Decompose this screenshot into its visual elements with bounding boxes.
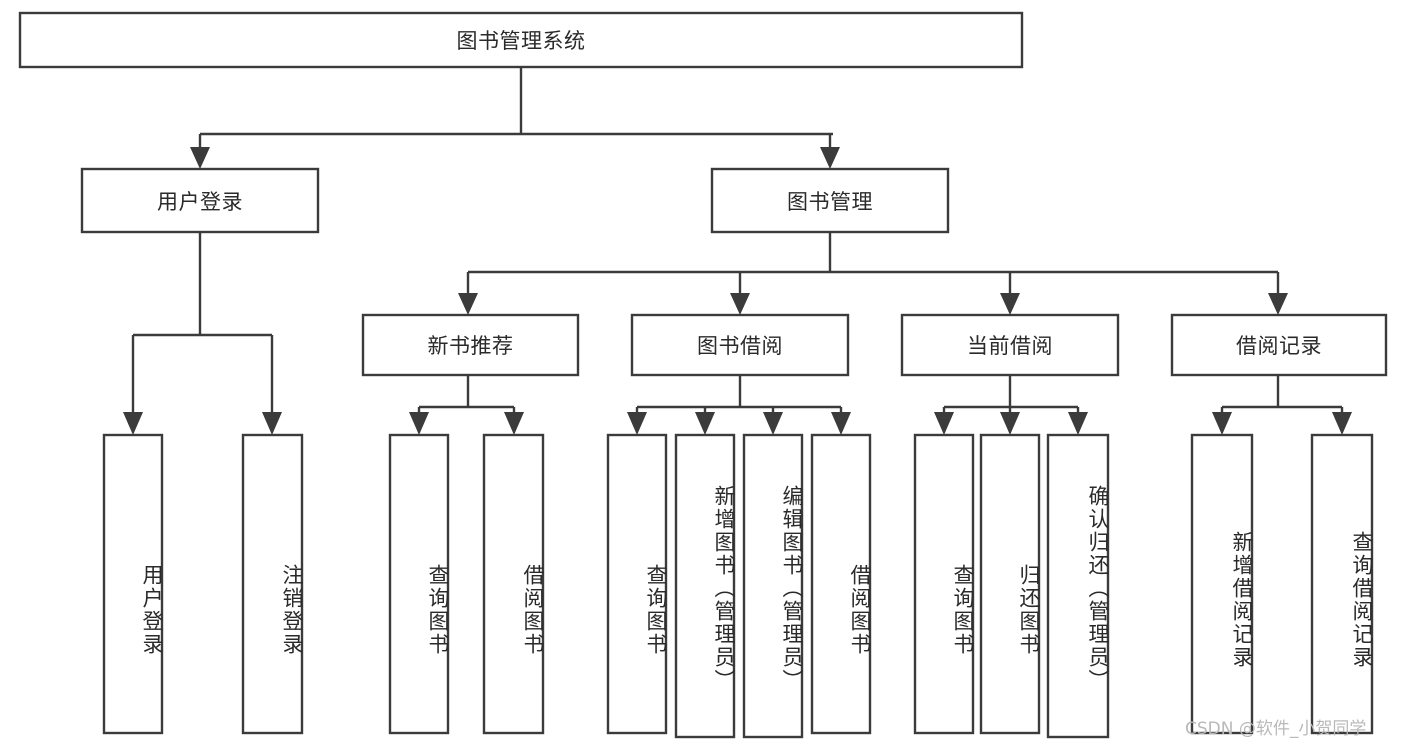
node-leaf-query-book-box[interactable] xyxy=(606,433,668,735)
node-leaf-query-book-cur-box[interactable] xyxy=(913,433,975,735)
node-leaf-confirm-return-box[interactable] xyxy=(1046,433,1110,739)
node-book-manage-box[interactable] xyxy=(710,167,950,234)
node-leaf-borrow-book-rec-box[interactable] xyxy=(482,433,545,735)
node-leaf-user-login-box[interactable] xyxy=(102,433,164,735)
node-new-book-rec-box[interactable] xyxy=(361,313,580,377)
node-leaf-add-record-box[interactable] xyxy=(1190,433,1254,735)
node-leaf-add-book-box[interactable] xyxy=(674,433,736,739)
edge-bookborrow-to-leaves xyxy=(627,375,851,435)
node-current-borrow-box[interactable] xyxy=(900,313,1120,377)
node-leaf-user-logout-box[interactable] xyxy=(241,433,304,735)
node-root-box[interactable] xyxy=(18,11,1024,69)
node-leaf-query-record-box[interactable] xyxy=(1310,433,1374,735)
edge-userlogin-to-leaves xyxy=(123,232,282,435)
node-leaf-return-book-box[interactable] xyxy=(979,433,1041,735)
edge-currentborrow-to-leaves xyxy=(934,375,1088,435)
edge-bookmanage-to-level2 xyxy=(458,232,1288,315)
edge-root-to-level1 xyxy=(190,67,840,169)
node-leaf-edit-book-box[interactable] xyxy=(742,433,804,739)
node-leaf-borrow-book-box[interactable] xyxy=(810,433,872,735)
node-leaf-query-book-rec-box[interactable] xyxy=(388,433,450,735)
node-borrow-record-box[interactable] xyxy=(1170,313,1388,377)
edge-borrowrecord-to-leaves xyxy=(1212,375,1352,435)
node-user-login-box[interactable] xyxy=(80,167,320,234)
edge-newbookrec-to-leaves xyxy=(409,375,524,435)
node-book-borrow-box[interactable] xyxy=(630,313,850,377)
